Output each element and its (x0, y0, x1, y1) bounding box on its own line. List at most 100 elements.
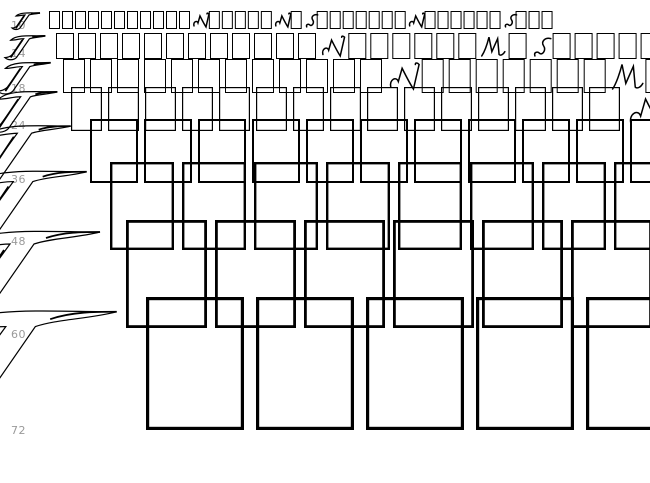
script-n-icon (629, 96, 650, 125)
missing-glyph-box (392, 220, 474, 328)
missing-glyph-box (522, 119, 570, 183)
missing-glyph-box (252, 59, 274, 93)
missing-glyph-box (342, 11, 354, 29)
missing-glyph-box (330, 87, 362, 131)
missing-glyph-box (208, 11, 220, 29)
calligraphic-t-icon (0, 90, 58, 133)
script-s-icon (305, 13, 319, 28)
missing-glyph-box (424, 11, 436, 29)
glyph-row-canvas (0, 297, 650, 431)
size-label: 24 (11, 119, 26, 132)
missing-glyph-box (298, 33, 316, 59)
calligraphic-t-icon (0, 230, 101, 295)
missing-glyph-box (476, 11, 488, 29)
missing-glyph-box (541, 11, 553, 29)
glyph-row-canvas (0, 119, 650, 183)
missing-glyph-box (253, 162, 318, 250)
script-n-icon (274, 12, 292, 29)
glyph-row (0, 59, 650, 133)
calligraphic-t-icon (3, 34, 46, 61)
missing-glyph-box (214, 220, 296, 328)
missing-glyph-box (392, 33, 411, 59)
missing-glyph-box (394, 11, 406, 29)
glyph-row (0, 162, 650, 290)
missing-glyph-box (140, 11, 151, 29)
missing-glyph-box (329, 11, 341, 29)
missing-glyph-box (144, 119, 192, 183)
missing-glyph-box (489, 11, 501, 29)
missing-glyph-box (127, 11, 138, 29)
size-label: 60 (11, 328, 26, 341)
missing-glyph-box (556, 59, 579, 93)
missing-glyph-box (101, 11, 112, 29)
missing-glyph-box (49, 11, 60, 29)
missing-glyph-box (62, 11, 73, 29)
missing-glyph-box (463, 11, 475, 29)
missing-glyph-box (144, 33, 162, 59)
missing-glyph-box (414, 119, 462, 183)
missing-glyph-box (276, 33, 294, 59)
missing-glyph-box (126, 220, 207, 328)
missing-glyph-box (355, 11, 367, 29)
missing-glyph-box (367, 87, 399, 131)
size-label: 48 (11, 235, 26, 248)
missing-glyph-box (458, 33, 477, 59)
missing-glyph-box (640, 33, 650, 59)
missing-glyph-box (475, 59, 498, 93)
missing-glyph-box (306, 119, 354, 183)
missing-glyph-box (188, 33, 206, 59)
missing-glyph-box (421, 59, 444, 93)
missing-glyph-box (109, 162, 174, 250)
missing-glyph-box (256, 297, 355, 431)
missing-glyph-box (596, 33, 615, 59)
script-m-icon (480, 35, 506, 57)
missing-glyph-box (529, 59, 552, 93)
glyph-row-canvas (0, 162, 650, 250)
missing-glyph-box (78, 33, 96, 59)
calligraphic-t-icon (0, 125, 71, 180)
script-n-icon (408, 12, 426, 29)
glyph-row-canvas (0, 87, 650, 133)
missing-glyph-box (366, 297, 465, 431)
missing-glyph-box (508, 33, 527, 59)
missing-glyph-box (219, 87, 251, 131)
calligraphic-t-icon (0, 170, 87, 231)
missing-glyph-box (360, 119, 408, 183)
missing-glyph-box (437, 11, 449, 29)
missing-glyph-box (481, 220, 563, 328)
missing-glyph-box (256, 87, 288, 131)
missing-glyph-box (630, 119, 650, 183)
glyph-row (0, 220, 650, 368)
missing-glyph-box (88, 11, 99, 29)
missing-glyph-box (468, 119, 516, 183)
missing-glyph-box (576, 119, 624, 183)
missing-glyph-box (551, 87, 583, 131)
missing-glyph-box (232, 33, 250, 59)
missing-glyph-box (63, 59, 85, 93)
calligraphic-t-icon (10, 12, 41, 31)
missing-glyph-box (645, 59, 650, 93)
size-label: 36 (11, 173, 26, 186)
missing-glyph-box (254, 33, 272, 59)
missing-glyph-box (370, 33, 389, 59)
missing-glyph-box (100, 33, 118, 59)
missing-glyph-box (583, 59, 606, 93)
calligraphic-t-icon (0, 61, 51, 95)
missing-glyph-box (260, 11, 272, 29)
glyph-row (0, 119, 650, 223)
missing-glyph-box (198, 119, 246, 183)
missing-glyph-box (122, 33, 140, 59)
size-label: 72 (11, 424, 26, 437)
missing-glyph-box (198, 59, 220, 93)
missing-glyph-box (306, 59, 328, 93)
missing-glyph-box (571, 220, 650, 328)
missing-glyph-box (146, 297, 245, 431)
missing-glyph-box (179, 11, 190, 29)
glyph-row (0, 33, 650, 99)
missing-glyph-box (114, 11, 125, 29)
glyph-row (0, 87, 650, 171)
missing-glyph-box (181, 162, 246, 250)
missing-glyph-box (436, 33, 455, 59)
missing-glyph-box (618, 33, 637, 59)
missing-glyph-box (348, 33, 367, 59)
